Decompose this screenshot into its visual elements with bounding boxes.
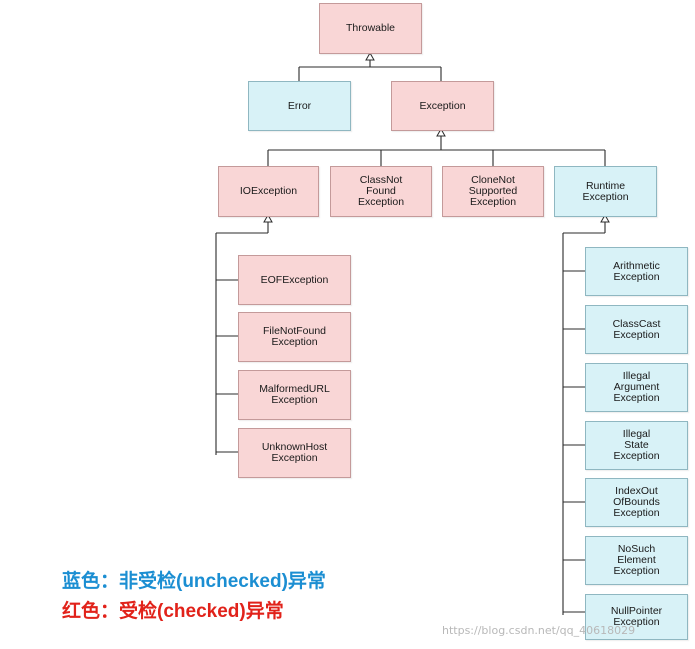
illegalstate-exception-node: Illegal State Exception bbox=[585, 421, 688, 470]
arithmetic-exception-node: Arithmetic Exception bbox=[585, 247, 688, 296]
illegalargument-exception-node: Illegal Argument Exception bbox=[585, 363, 688, 412]
legend-checked: 红色：受检(checked)异常 bbox=[62, 601, 284, 622]
indexoutofbounds-exception-node: IndexOut OfBounds Exception bbox=[585, 478, 688, 527]
ioexception-node: IOException bbox=[218, 166, 319, 217]
filenotfound-exception-node: FileNotFound Exception bbox=[238, 312, 351, 362]
error-node: Error bbox=[248, 81, 351, 131]
runtime-exception-node: Runtime Exception bbox=[554, 166, 657, 217]
clonenotsupported-exception-node: CloneNot Supported Exception bbox=[442, 166, 544, 217]
classnotfound-exception-node: ClassNot Found Exception bbox=[330, 166, 432, 217]
inherit-arrow-ioexception bbox=[263, 213, 273, 223]
classcast-exception-node: ClassCast Exception bbox=[585, 305, 688, 354]
legend-unchecked: 蓝色：非受检(unchecked)异常 bbox=[62, 571, 326, 592]
nullpointer-exception-node: NullPointer Exception bbox=[585, 594, 688, 640]
malformedurl-exception-node: MalformedURL Exception bbox=[238, 370, 351, 420]
inherit-arrow-throwable bbox=[365, 51, 375, 61]
eofexception-node: EOFException bbox=[238, 255, 351, 305]
exception-node: Exception bbox=[391, 81, 494, 131]
watermark: https://blog.csdn.net/qq_40618029 bbox=[442, 624, 636, 637]
throwable-node: Throwable bbox=[319, 3, 422, 54]
inherit-arrow-exception bbox=[436, 127, 446, 137]
inherit-arrow-runtimeexception bbox=[600, 213, 610, 223]
nosuchelement-exception-node: NoSuch Element Exception bbox=[585, 536, 688, 585]
unknownhost-exception-node: UnknownHost Exception bbox=[238, 428, 351, 478]
